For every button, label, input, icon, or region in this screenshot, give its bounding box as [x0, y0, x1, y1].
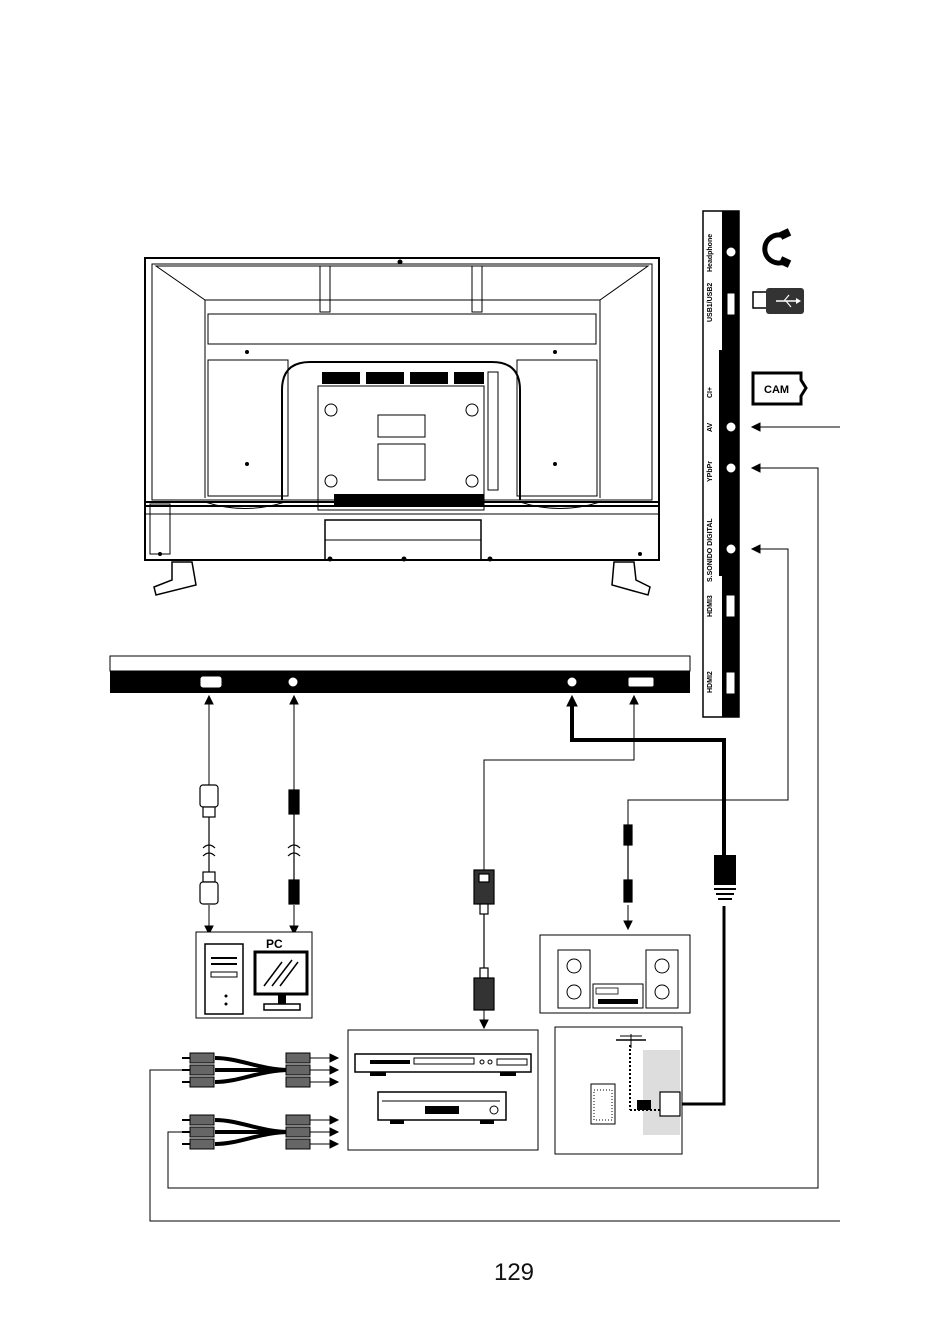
antenna-plug [714, 855, 736, 899]
av-jack [726, 422, 736, 432]
label-hdmi2: HDMI2 [707, 671, 714, 693]
antenna-jack [567, 677, 577, 687]
audio-system-device [540, 935, 690, 1013]
optical-cable [624, 825, 632, 902]
cam-icon: CAM [753, 373, 806, 404]
ypbpr-jack [726, 463, 736, 473]
cam-label: CAM [764, 384, 789, 396]
usb-icon [753, 288, 804, 314]
hdmi-cable [474, 870, 494, 1010]
hdmi2-port [726, 672, 735, 694]
headphone-jack [726, 247, 736, 257]
bottom-connector-strip [110, 656, 690, 693]
tv-vents [158, 260, 642, 562]
pc-label: PC [266, 937, 283, 951]
label-ci: CI+ [707, 387, 714, 398]
label-usb: USB1/USB2 [707, 283, 714, 322]
hdmi3-port [726, 595, 735, 617]
media-player-device [348, 1030, 538, 1150]
rca-cable-bundle-av [182, 1053, 338, 1087]
hdmi1-port [628, 677, 654, 687]
headphone-icon [765, 228, 791, 267]
label-headphone: Headphone [707, 234, 714, 272]
tv-rear-view [145, 258, 659, 595]
vga-cable [200, 785, 218, 904]
rca-cable-bundle-ypbpr [182, 1115, 338, 1149]
side-connector-panel: Headphone USB1/USB2 CI+ AV YPbPr S.SONID… [703, 211, 739, 717]
usb-port [727, 293, 735, 315]
ci-slot [719, 350, 722, 576]
label-ypbpr: YPbPr [707, 461, 714, 482]
audio-cable [288, 790, 300, 904]
vga-port [200, 676, 222, 688]
page-number: 129 [494, 1259, 534, 1286]
pc-device: PC [196, 932, 312, 1018]
label-sonido: S.SONIDO DIGITAL [707, 518, 714, 582]
pc-audio-jack [288, 677, 298, 687]
label-hdmi3: HDMI3 [707, 595, 714, 617]
optical-jack [726, 544, 736, 554]
label-av: AV [707, 422, 714, 432]
antenna-device [555, 1027, 682, 1154]
